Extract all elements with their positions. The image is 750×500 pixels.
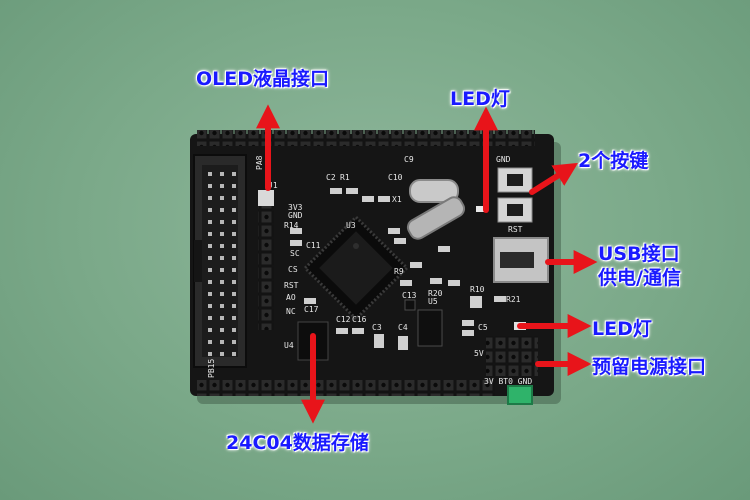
silk-gnd: GND (288, 211, 303, 220)
silk-u3: U3 (346, 221, 356, 230)
callout-usb-line1: USB接口 (598, 243, 680, 265)
bottom-pin-header (197, 380, 495, 396)
silk-power-pins: 3V BT0 GND (484, 377, 532, 386)
silk-j1: J1 (268, 181, 278, 190)
silk-r14: R14 (284, 221, 299, 230)
silk-r20: R20 (428, 289, 443, 298)
button-2 (497, 197, 533, 223)
silk-rst-btn: RST (508, 225, 523, 234)
regulator-tab (404, 299, 416, 311)
silk-c9: C9 (404, 155, 414, 164)
silk-x1: X1 (392, 195, 402, 204)
silk-r21: R21 (506, 295, 521, 304)
silk-ao: AO (286, 293, 296, 302)
oled-header (258, 190, 274, 330)
top-pin-header (197, 130, 535, 146)
oled-pin1 (258, 190, 274, 206)
callout-usb-line2: 供电/通信 (598, 267, 681, 289)
silk-pb15: PB15 (207, 359, 216, 378)
silk-3v3: 3V3 (288, 203, 303, 212)
silk-u4: U4 (284, 341, 294, 350)
mcu-dot (353, 243, 359, 249)
silk-r9: R9 (394, 267, 404, 276)
silk-sc: SC (290, 249, 300, 258)
silk-c11: C11 (306, 241, 321, 250)
callout-power: 预留电源接口 (592, 356, 707, 378)
silk-rst: RST (284, 281, 299, 290)
silk-c2: C2 (326, 173, 336, 182)
callout-buttons: 2个按键 (578, 150, 649, 172)
callout-led-top: LED灯 (450, 88, 510, 110)
silk-c10: C10 (388, 173, 403, 182)
silk-r1: R1 (340, 173, 350, 182)
smd-components (290, 188, 506, 350)
crystal-small (406, 196, 466, 240)
power-header (486, 336, 538, 376)
silk-c3: C3 (372, 323, 382, 332)
silk-c13: C13 (402, 291, 417, 300)
silk-c12: C12 (336, 315, 351, 324)
crystal (409, 179, 459, 203)
button-2-cap (507, 204, 523, 216)
silk-gnd-top: GND (496, 155, 511, 164)
silk-nc: NC (286, 307, 296, 316)
silk-cs: CS (288, 265, 298, 274)
jumper (507, 385, 533, 405)
callout-oled: OLED液晶接口 (196, 68, 330, 90)
silk-c17: C17 (304, 305, 319, 314)
idc-pins (202, 165, 238, 357)
callout-led-side: LED灯 (592, 318, 652, 340)
callout-eeprom: 24C04数据存储 (226, 432, 369, 454)
usb-opening (500, 252, 534, 268)
silk-r10: R10 (470, 285, 485, 294)
silk-u5: U5 (428, 297, 438, 306)
silk-c4: C4 (398, 323, 408, 332)
button-1-cap (507, 174, 523, 186)
regulator (417, 309, 443, 347)
led-top (476, 206, 486, 212)
idc-key-notch (194, 240, 202, 282)
silk-5v: 5V (474, 349, 484, 358)
silk-pa8: PA8 (255, 155, 264, 170)
silk-c16: C16 (352, 315, 367, 324)
silk-c5: C5 (478, 323, 488, 332)
arrow-buttons (529, 162, 579, 195)
mcu-top (319, 231, 393, 305)
